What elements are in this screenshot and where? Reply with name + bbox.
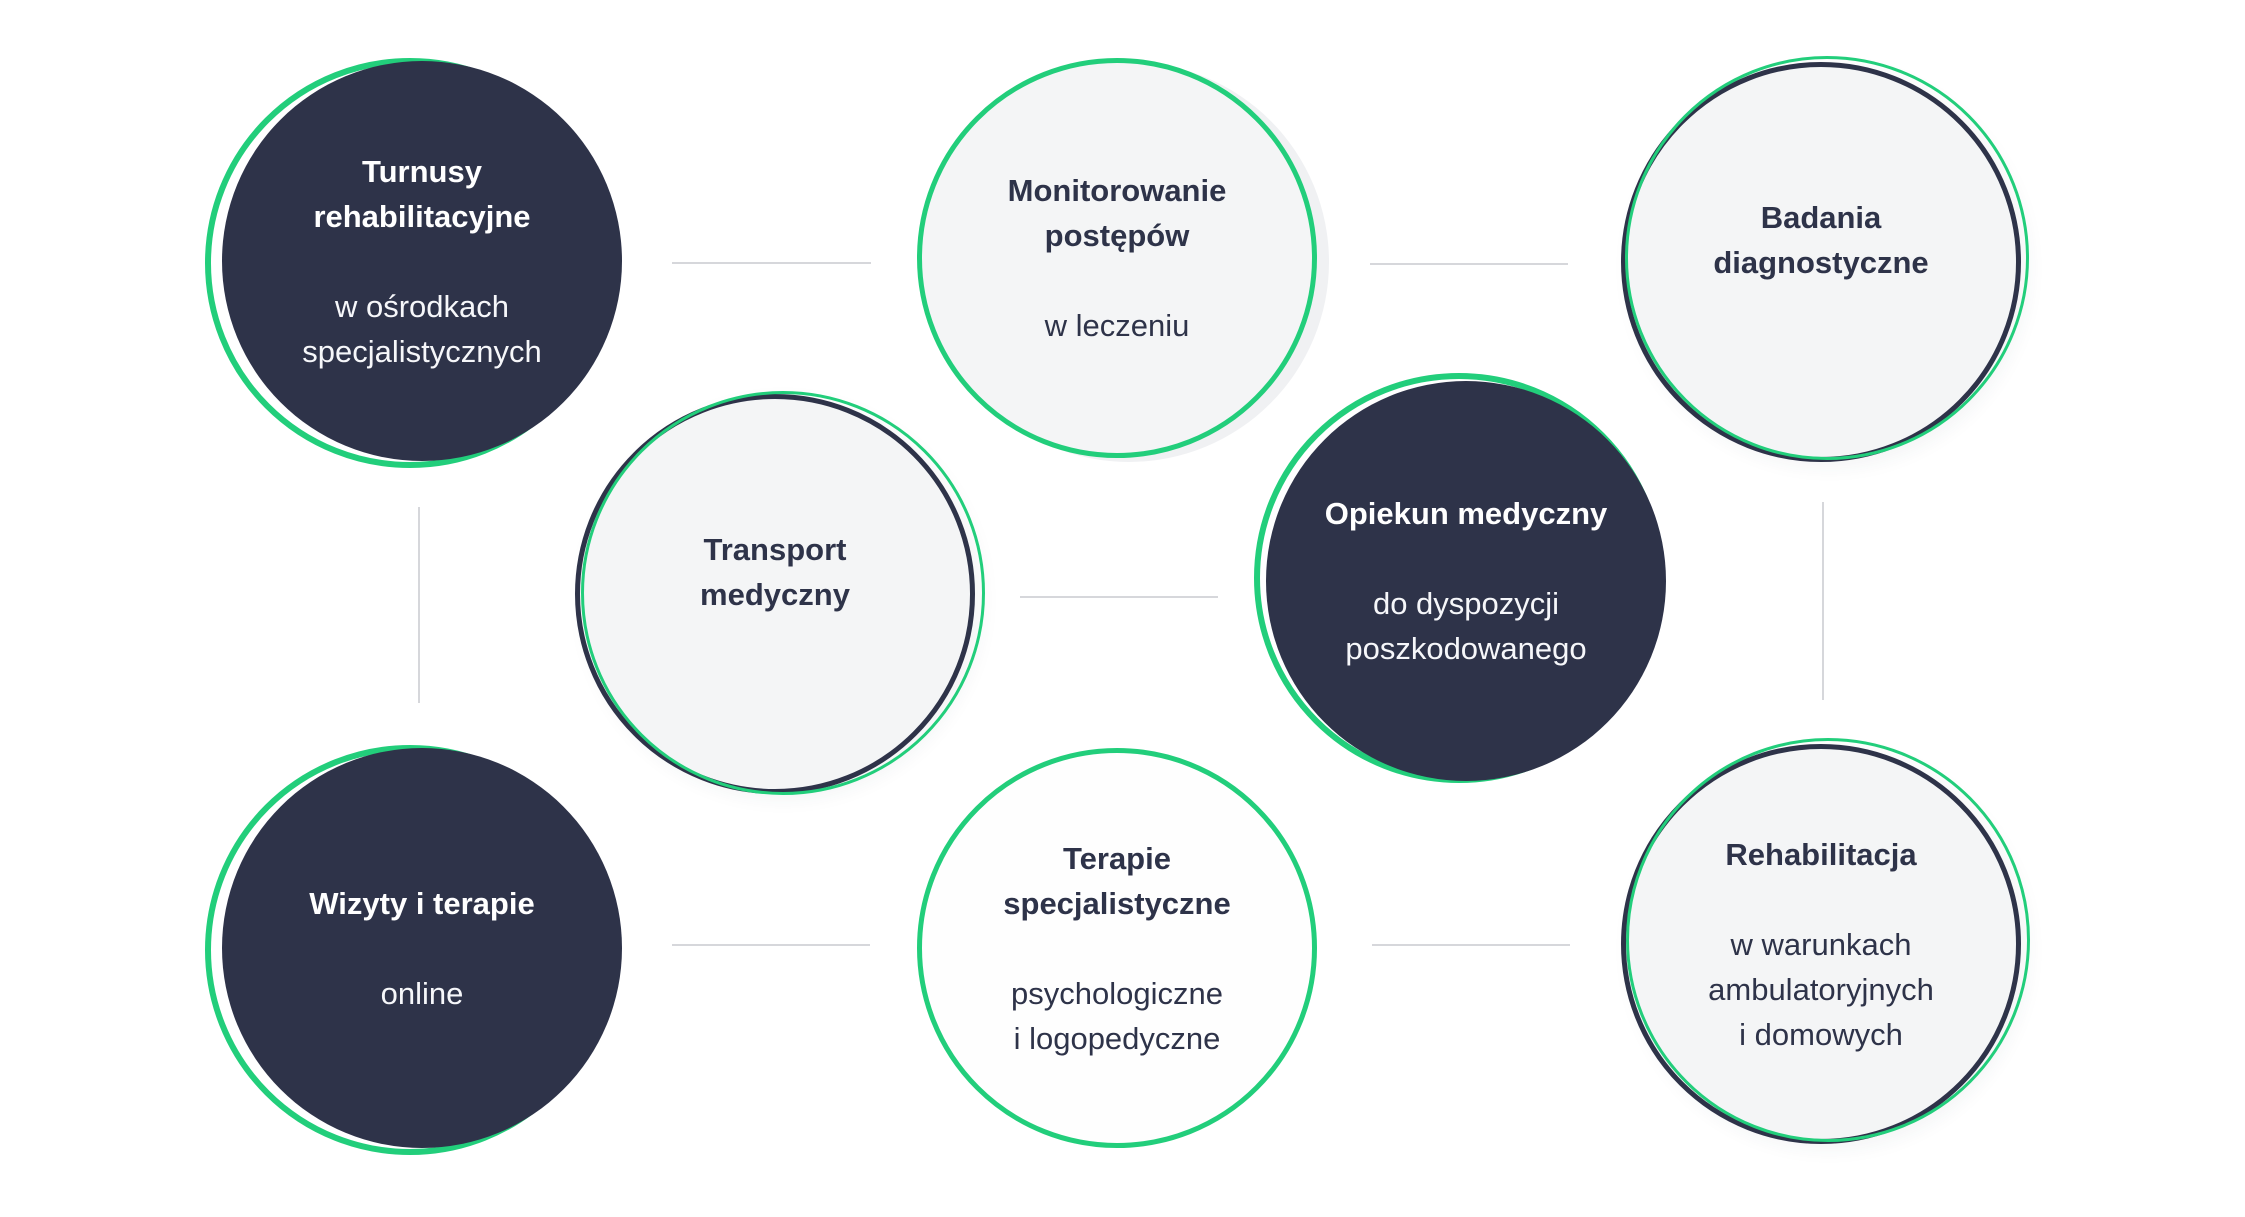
node-circle: Monitorowanie postępów w leczeniu xyxy=(917,58,1317,458)
node-circle: Transport medyczny xyxy=(575,394,975,794)
node-title: Rehabilitacja xyxy=(1725,836,1917,872)
node-transport-medyczny: Transport medyczny xyxy=(575,391,985,795)
node-wizyty-i-terapie-online: Wizyty i terapie online xyxy=(205,745,622,1155)
node-badania-diagnostyczne: Badania diagnostyczne xyxy=(1621,56,2029,462)
node-circle: Turnusy rehabilitacyjne w ośrodkach spec… xyxy=(222,61,622,461)
node-circle: Terapie specjalistyczne psychologiczne i… xyxy=(917,748,1317,1148)
node-title: Badania diagnostyczne xyxy=(1713,199,1929,280)
node-circle: Opiekun medyczny do dyspozycji poszkodow… xyxy=(1266,381,1666,781)
node-opiekun-medyczny: Opiekun medyczny do dyspozycji poszkodow… xyxy=(1254,373,1666,783)
node-subtitle: online xyxy=(380,975,464,1011)
connector-turnusy-wizyty xyxy=(418,507,420,703)
connector-transport-opiekun xyxy=(1020,596,1218,598)
node-subtitle: psychologiczne i logopedyczne xyxy=(1011,975,1223,1056)
node-title: Wizyty i terapie xyxy=(309,885,535,921)
node-title: Monitorowanie postępów xyxy=(1007,173,1227,253)
node-title: Opiekun medyczny xyxy=(1324,496,1608,531)
connector-wizyty-terapie xyxy=(672,944,870,946)
node-rehabilitacja: Rehabilitacja w warunkach ambulatoryjnyc… xyxy=(1621,738,2030,1144)
node-subtitle: w leczeniu xyxy=(1044,308,1190,343)
node-title: Transport medyczny xyxy=(700,531,850,612)
connector-monitorowanie-badania xyxy=(1370,263,1568,265)
node-turnusy-rehabilitacyjne: Turnusy rehabilitacyjne w ośrodkach spec… xyxy=(205,58,622,468)
node-title: Turnusy rehabilitacyjne xyxy=(313,153,531,234)
node-subtitle: w warunkach ambulatoryjnych i domowych xyxy=(1708,926,1934,1052)
connector-terapie-rehabilitacja xyxy=(1372,944,1570,946)
node-title: Terapie specjalistyczne xyxy=(1003,840,1231,921)
node-circle: Rehabilitacja w warunkach ambulatoryjnyc… xyxy=(1621,744,2021,1144)
connector-badania-rehabilitacja xyxy=(1822,502,1824,700)
node-subtitle: do dyspozycji poszkodowanego xyxy=(1345,586,1587,666)
node-circle: Badania diagnostyczne xyxy=(1621,62,2021,462)
node-circle: Wizyty i terapie online xyxy=(222,748,622,1148)
node-terapie-specjalistyczne: Terapie specjalistyczne psychologiczne i… xyxy=(917,748,1317,1148)
node-subtitle: w ośrodkach specjalistycznych xyxy=(302,288,542,369)
node-monitorowanie-postepow: Monitorowanie postępów w leczeniu xyxy=(917,58,1329,462)
connector-turnusy-monitorowanie xyxy=(672,262,871,264)
